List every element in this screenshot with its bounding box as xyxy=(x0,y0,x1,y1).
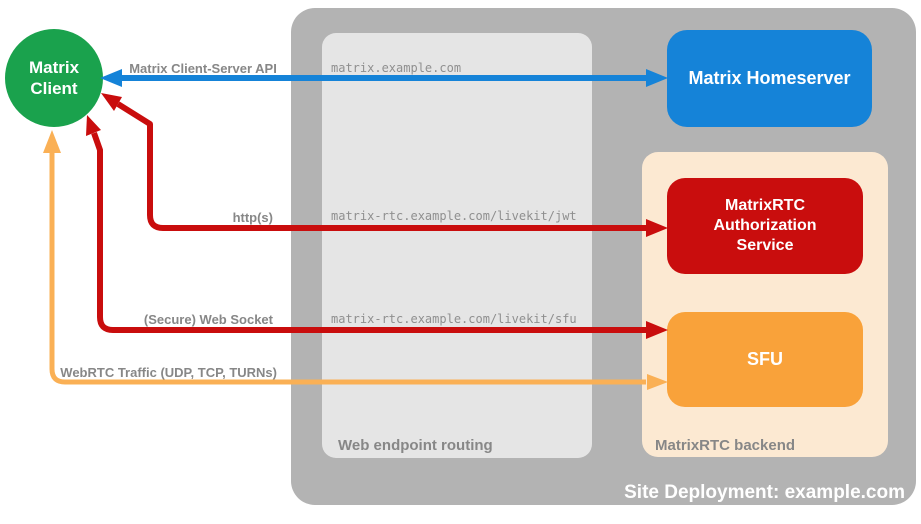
label-webrtc-traffic: WebRTC Traffic (UDP, TCP, TURNs) xyxy=(60,365,277,380)
label-websocket: (Secure) Web Socket xyxy=(143,312,273,327)
arrowhead-orange-client xyxy=(43,130,61,153)
site-deployment-label: Site Deployment: example.com xyxy=(624,482,905,503)
arrowhead-red-client-1 xyxy=(101,93,122,111)
label-client-server-api: Matrix Client-Server API xyxy=(129,61,277,76)
arrowhead-red-client-2 xyxy=(86,115,101,136)
sfu-label: SFU xyxy=(747,349,783,369)
node-matrixrtc-authorization-service: MatrixRTC Authorization Service xyxy=(667,178,863,274)
auth-service-label: MatrixRTC Authorization Service xyxy=(713,197,817,254)
web-endpoint-routing-label: Web endpoint routing xyxy=(338,437,493,454)
node-sfu: SFU xyxy=(667,312,863,407)
node-matrix-homeserver: Matrix Homeserver xyxy=(667,30,872,127)
web-endpoint-routing-box xyxy=(322,33,592,458)
matrix-homeserver-label: Matrix Homeserver xyxy=(688,68,851,88)
endpoint-livekit-jwt: matrix-rtc.example.com/livekit/jwt xyxy=(331,209,577,223)
node-matrix-client: Matrix Client xyxy=(5,29,103,127)
endpoint-livekit-sfu: matrix-rtc.example.com/livekit/sfu xyxy=(331,312,577,326)
matrixrtc-backend-label: MatrixRTC backend xyxy=(655,437,796,454)
label-https: http(s) xyxy=(232,210,273,225)
matrix-client-label: Matrix Client xyxy=(28,58,80,98)
endpoint-matrix-example-com: matrix.example.com xyxy=(331,61,462,75)
